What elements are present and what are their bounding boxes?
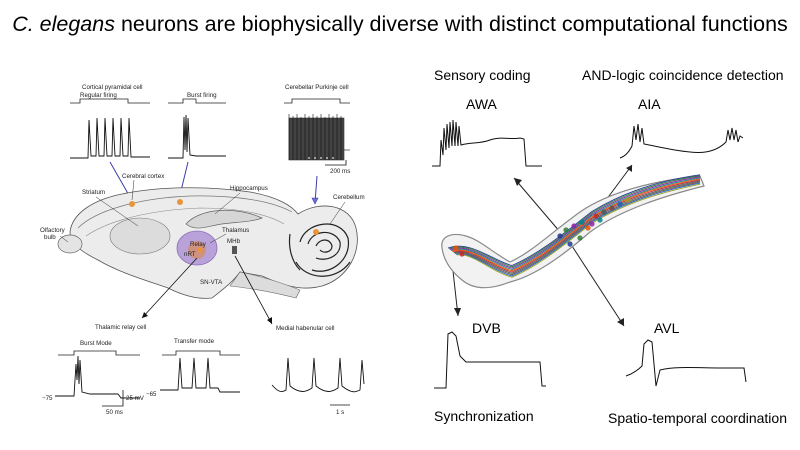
label-v65: −65 [146, 391, 157, 398]
label-cerebellum: Cerebellum [333, 194, 365, 201]
stim-transfer [162, 350, 240, 356]
worm-neurite [456, 183, 701, 278]
trace-medial [271, 357, 365, 393]
label-relay: Relay [190, 241, 207, 248]
trace-burst-mode [55, 355, 140, 399]
worm-cell [585, 225, 591, 231]
label-synchronization: Synchronization [434, 408, 534, 424]
worm-cell [557, 233, 563, 239]
trace-avl [625, 339, 747, 387]
scale-burst-mode [102, 390, 124, 407]
label-medial: Medial habenular cell [276, 325, 334, 332]
label-50ms: 50 ms [106, 409, 123, 416]
worm-cell [579, 219, 585, 225]
label-bulb: bulb [44, 234, 56, 241]
label-striatum: Striatum [82, 189, 105, 196]
worm-cell [563, 227, 569, 233]
worm-cell-bodies [453, 197, 631, 257]
scale-purkinje [325, 160, 347, 166]
label-olfactory: Olfactory [40, 227, 66, 234]
stim-burst [168, 98, 226, 104]
label-sensory-coding: Sensory coding [434, 67, 531, 83]
stim-purkinje [284, 98, 350, 104]
worm-cell [617, 201, 623, 207]
label-burst: Burst firing [187, 92, 217, 99]
worm-cell [625, 197, 631, 203]
label-and-logic: AND-logic coincidence detection [582, 67, 784, 83]
trace-transfer [160, 357, 240, 393]
worm-neurite [452, 179, 701, 273]
worm-cell [593, 213, 599, 219]
worm-cell [577, 235, 583, 241]
trace-regular [70, 117, 150, 159]
trace-purkinje [288, 114, 350, 161]
label-purkinje: Cerebellar Purkinje cell [285, 84, 349, 91]
label-1s: 1 s [336, 409, 344, 416]
title-species: C. elegans [12, 12, 115, 36]
worm-neurite [455, 182, 701, 277]
label-v75: −75 [42, 395, 53, 402]
label-spatio-temporal: Spatio-temporal coordination [608, 410, 787, 426]
worm-cell [567, 241, 573, 247]
label-thalamic: Thalamic relay cell [95, 324, 146, 331]
trace-burst [168, 114, 226, 159]
title-rest: neurons are biophysically diverse with d… [114, 12, 788, 36]
label-25mv: 25 mV [126, 395, 145, 402]
label-snvta: SN-VTA [200, 279, 223, 286]
label-thalamus: Thalamus [222, 227, 249, 234]
trace-awa [432, 119, 542, 167]
label-mhb: MHb [227, 238, 241, 245]
label-awa: AWA [466, 96, 497, 112]
label-regular: Regular firing [80, 92, 117, 99]
label-nrt: nRT [184, 251, 196, 258]
worm-neurite [450, 177, 701, 270]
stim-burst-mode [58, 350, 140, 356]
worm-cell [459, 251, 465, 257]
label-hippocampus: Hippocampus [230, 185, 268, 192]
label-burst-mode: Burst Mode [80, 340, 112, 347]
label-dvb: DVB [472, 320, 501, 336]
trace-dvb [434, 331, 546, 389]
label-cerebral-cortex: Cerebral cortex [122, 173, 165, 180]
stim-regular [70, 98, 150, 104]
worm-cell [589, 221, 595, 227]
label-200ms: 200 ms [330, 168, 350, 175]
worm-cell [609, 205, 615, 211]
brain-illustration [57, 187, 358, 299]
worm-cell [601, 209, 607, 215]
slide-title: C. elegans neurons are biophysically div… [0, 12, 800, 37]
worm-neurite [454, 181, 701, 276]
label-aia: AIA [638, 96, 661, 112]
label-avl: AVL [654, 320, 680, 336]
label-cortical: Cortical pyramidal cell [82, 84, 143, 91]
worm-cell [453, 245, 459, 251]
label-transfer-mode: Transfer mode [174, 338, 215, 345]
worm-neurite [453, 180, 701, 274]
worm-neurite [451, 178, 701, 272]
worm-cell [597, 217, 603, 223]
trace-aia [619, 123, 744, 159]
worm-cell [571, 223, 577, 229]
